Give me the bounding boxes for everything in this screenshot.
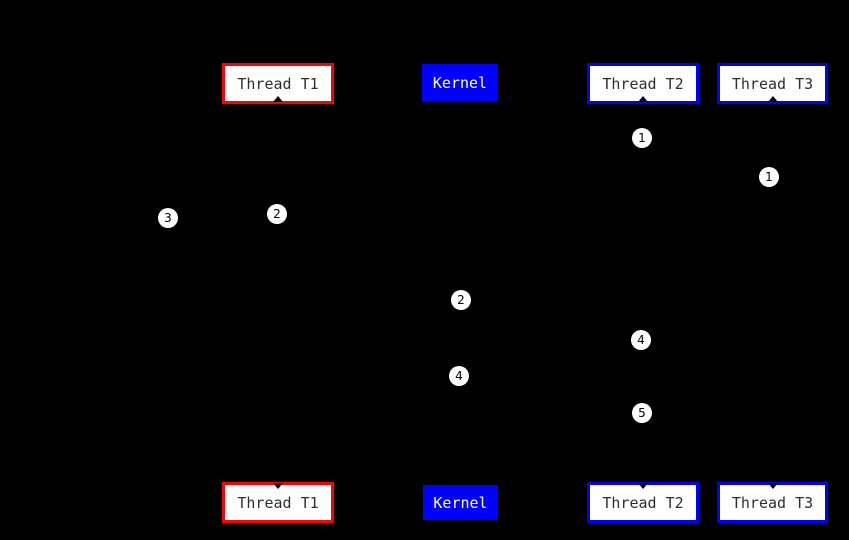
actor-label: Kernel: [433, 493, 488, 512]
lifeline-arrowhead-icon: [767, 483, 778, 489]
actor-label: Thread T3: [731, 74, 814, 93]
actor-label: Thread T2: [602, 74, 684, 93]
actor-box-kernel-top: Kernel: [422, 64, 498, 101]
step-marker-2: 2: [267, 204, 287, 224]
lifeline-arrowhead-icon: [638, 96, 648, 102]
actor-box-thread-t1-top: Thread T1: [222, 63, 334, 104]
actor-label: Thread T3: [731, 493, 814, 512]
actor-box-thread-t2-bottom: Thread T2: [587, 482, 699, 523]
step-marker-3: 3: [158, 208, 178, 228]
lifeline-arrowhead-icon: [273, 96, 283, 102]
step-marker-1: 1: [632, 128, 652, 148]
step-marker-2: 2: [451, 290, 471, 310]
actor-box-thread-t3-top: Thread T3: [717, 63, 828, 104]
step-marker-5: 5: [632, 403, 652, 423]
actor-box-kernel-bottom: Kernel: [423, 485, 498, 520]
lifeline-arrowhead-icon: [273, 483, 283, 489]
step-marker-4: 4: [631, 330, 651, 350]
step-marker-4: 4: [449, 366, 469, 386]
actor-box-thread-t1-bottom: Thread T1: [222, 482, 334, 523]
actor-box-thread-t3-bottom: Thread T3: [717, 482, 828, 523]
actor-label: Kernel: [432, 73, 488, 92]
step-marker-1: 1: [759, 167, 779, 187]
actor-label: Thread T1: [237, 493, 319, 512]
lifeline-arrowhead-icon: [638, 483, 648, 489]
lifeline-arrowhead-icon: [767, 96, 778, 102]
actor-label: Thread T2: [602, 493, 684, 512]
actor-label: Thread T1: [237, 74, 319, 93]
actor-box-thread-t2-top: Thread T2: [587, 63, 699, 104]
